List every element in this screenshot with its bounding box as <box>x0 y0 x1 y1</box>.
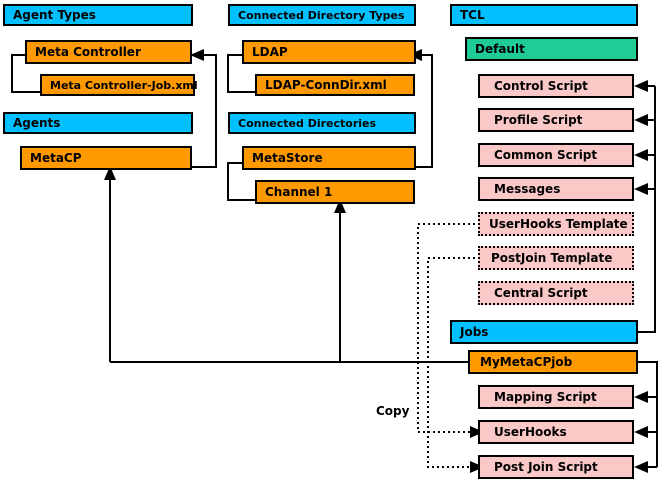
node-jobs[interactable]: Jobs <box>450 320 638 344</box>
node-userhooks[interactable]: UserHooks <box>478 420 634 444</box>
node-metastore[interactable]: MetaStore <box>242 146 416 170</box>
node-ldap[interactable]: LDAP <box>242 40 416 64</box>
node-profile-script[interactable]: Profile Script <box>478 108 634 132</box>
node-agent-types[interactable]: Agent Types <box>3 4 193 26</box>
node-postjoin-template[interactable]: PostJoin Template <box>478 246 634 270</box>
node-tcl[interactable]: TCL <box>450 4 638 26</box>
node-connected-directories[interactable]: Connected Directories <box>228 112 416 134</box>
node-control-script[interactable]: Control Script <box>478 74 634 98</box>
node-agents[interactable]: Agents <box>3 112 193 134</box>
node-meta-controller[interactable]: Meta Controller <box>25 40 192 64</box>
node-mymetacpjob[interactable]: MyMetaCPjob <box>468 350 638 374</box>
node-meta-controller-job-xml[interactable]: Meta Controller-Job.xml <box>40 74 198 96</box>
copy-label: Copy <box>376 404 410 418</box>
node-channel-1[interactable]: Channel 1 <box>255 180 415 204</box>
node-metacp[interactable]: MetaCP <box>20 146 192 170</box>
node-mapping-script[interactable]: Mapping Script <box>478 385 634 409</box>
node-central-script[interactable]: Central Script <box>478 281 634 305</box>
node-post-join-script[interactable]: Post Join Script <box>478 455 634 479</box>
node-connected-directory-types[interactable]: Connected Directory Types <box>228 4 416 26</box>
node-userhooks-template[interactable]: UserHooks Template <box>478 212 634 236</box>
node-common-script[interactable]: Common Script <box>478 143 634 167</box>
node-messages[interactable]: Messages <box>478 177 634 201</box>
node-ldap-conndir-xml[interactable]: LDAP-ConnDir.xml <box>255 74 415 96</box>
node-default[interactable]: Default <box>465 37 638 61</box>
